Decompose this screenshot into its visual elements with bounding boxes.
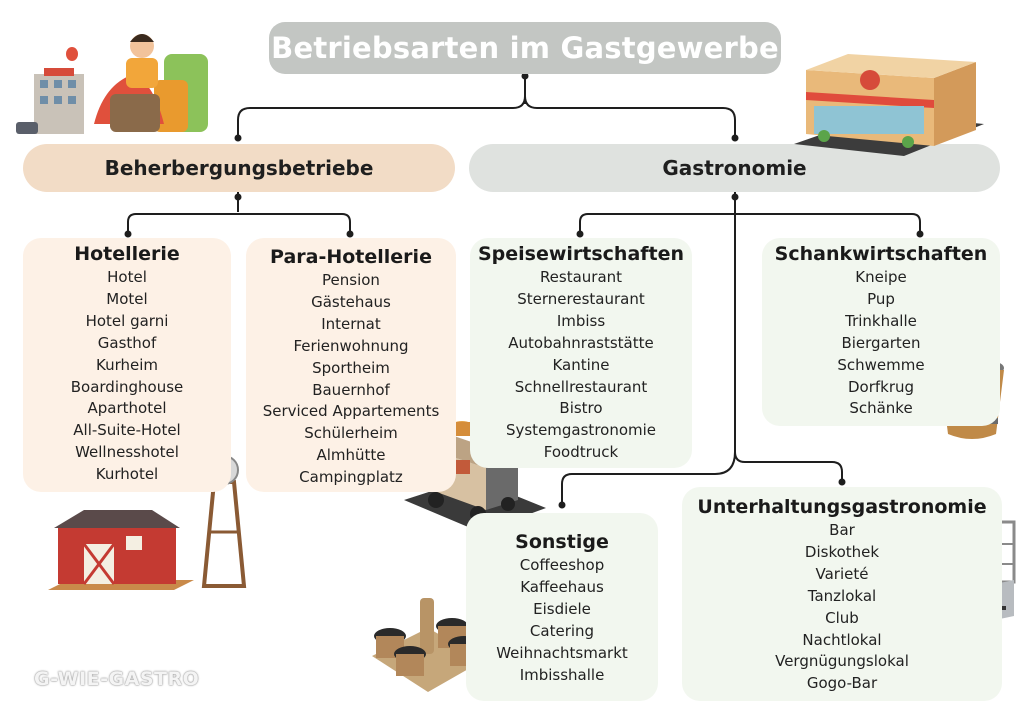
group-heading: Sonstige: [515, 531, 609, 553]
list-item: Catering: [529, 621, 595, 640]
list-item: Hotel: [107, 268, 147, 286]
list-item: Internat: [321, 314, 381, 333]
list-item: Gästehaus: [311, 292, 391, 311]
list-item: Diskothek: [804, 542, 880, 561]
category-beherbergung: Beherbergungsbetriebe: [23, 144, 455, 192]
list-item: Pension: [322, 271, 380, 289]
list-item: Schnellrestaurant: [514, 377, 648, 396]
list-item: Imbiss: [556, 311, 606, 330]
list-item: Vergnügungslokal: [775, 652, 909, 671]
list-item: Schwemme: [837, 355, 925, 374]
list-item: Coffeeshop: [519, 556, 605, 574]
list-item: Kurheim: [95, 355, 158, 374]
group-heading: Hotellerie: [74, 243, 180, 265]
list-item: Boardinghouse: [70, 377, 184, 396]
list-item: Sportheim: [312, 358, 390, 377]
list-item: Gogo-Bar: [806, 674, 878, 693]
list-item: Schänke: [849, 399, 913, 418]
barn-windmill-illustration: [48, 455, 247, 590]
list-item: Biergarten: [841, 333, 921, 352]
list-item: Hotel garni: [85, 311, 169, 330]
list-item: Serviced Appartements: [262, 402, 440, 421]
list-item: Imbisshalle: [519, 665, 605, 684]
list-item: Restaurant: [539, 268, 623, 286]
list-item: Aparthotel: [87, 399, 167, 418]
page-title: Betriebsarten im Gastgewerbe: [269, 22, 781, 74]
list-item: Bauernhof: [312, 380, 390, 399]
list-item: Schülerheim: [304, 424, 398, 443]
list-item: Weihnachtsmarkt: [496, 643, 628, 662]
list-item: Kaffeehaus: [520, 577, 604, 596]
group-heading: Para-Hotellerie: [270, 246, 432, 268]
list-item: Wellnesshotel: [75, 443, 179, 462]
list-item: Eisdiele: [533, 599, 591, 618]
list-item: Kurhotel: [95, 465, 159, 484]
group-heading: Schankwirtschaften: [774, 243, 988, 265]
list-item: Campingplatz: [299, 468, 403, 487]
watermark-logo: G-WIE-GASTRO: [34, 668, 200, 690]
group-heading: Unterhaltungsgastronomie: [697, 496, 987, 518]
list-item: Club: [825, 608, 859, 627]
list-item: Pup: [867, 289, 895, 308]
list-item: Ferienwohnung: [293, 336, 409, 355]
restaurant-building-illustration: [794, 54, 984, 156]
list-item: Trinkhalle: [845, 311, 917, 330]
list-item: Kneipe: [855, 268, 907, 286]
list-item: Systemgastronomie: [505, 421, 657, 440]
list-item: Foodtruck: [543, 443, 619, 462]
list-item: Varieté: [815, 564, 869, 583]
list-item: Almhütte: [316, 446, 386, 465]
list-item: Gasthof: [97, 333, 157, 352]
list-item: Dorfkrug: [847, 377, 915, 396]
list-item: Bar: [829, 521, 855, 539]
group-heading: Speisewirtschaften: [477, 243, 685, 265]
list-item: All-Suite-Hotel: [73, 421, 181, 440]
list-item: Sternerestaurant: [517, 289, 645, 308]
list-item: Autobahnraststätte: [508, 333, 654, 352]
hotel-traveler-illustration: [16, 34, 208, 134]
list-item: Kantine: [552, 355, 610, 374]
list-item: Tanzlokal: [807, 586, 877, 605]
list-item: Nachtlokal: [802, 630, 882, 649]
list-item: Bistro: [559, 399, 603, 418]
list-item: Motel: [106, 289, 148, 308]
